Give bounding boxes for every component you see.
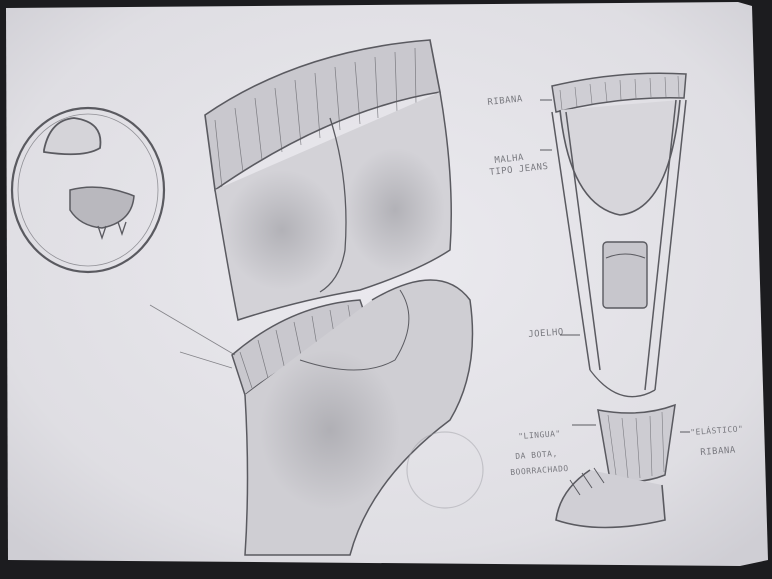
- sketch-paper: [0, 0, 772, 579]
- photo-stage: RIBANA MALHA TIPO JEANS JOELHO "LINGUA" …: [0, 0, 772, 579]
